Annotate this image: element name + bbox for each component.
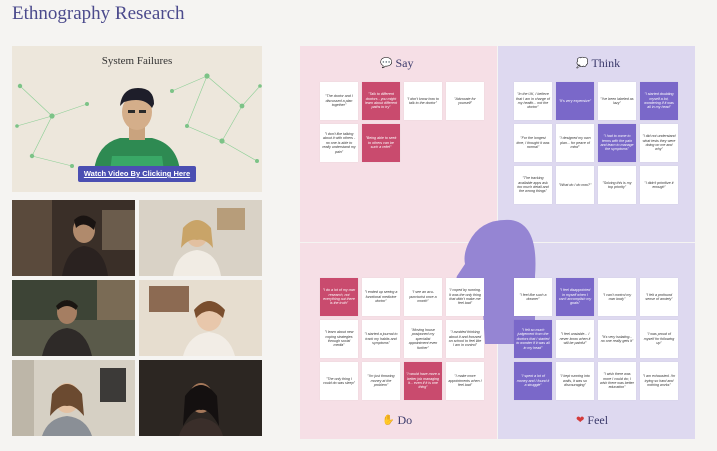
do-sticky-note: "I ended up seeing a functional medicine… <box>362 278 400 316</box>
interview-photo-6 <box>139 360 262 436</box>
feel-sticky-note: "I spent a lot of money and I found it a… <box>514 362 552 400</box>
feel-sticky-note: "I felt so much judgement from the docto… <box>514 320 552 358</box>
do-sticky-note: "I coped by running. It was the only thi… <box>446 278 484 316</box>
think-sticky-note: "I've been labeled as lazy" <box>598 82 636 120</box>
page-title: Ethnography Research <box>12 3 185 24</box>
do-sticky-note: "I started a journal to track my habits … <box>362 320 400 358</box>
think-sticky-note: "I had to come to terms with the pain an… <box>598 124 636 162</box>
do-sticky-note: "I avoided thinking about it and focused… <box>446 320 484 358</box>
feel-sticky-note: "I felt a profound sense of anxiety" <box>640 278 678 316</box>
empathy-map-board: 💬 Say 💭 Think ✋ Do ❤ Feel "The doctor an… <box>300 46 695 439</box>
thought-bubble-icon: 💭 <box>576 58 589 69</box>
do-sticky-note: "I do a lot of my own research, not ever… <box>320 278 358 316</box>
do-sticky-note: "I see an acu-puncturist once a month" <box>404 278 442 316</box>
think-sticky-note: "I didn't prioritize it enough" <box>640 166 678 204</box>
do-sticky-note: "Moving house postponed my specialist ap… <box>404 320 442 358</box>
feel-sticky-note: "I am exhausted. I'm trying so hard and … <box>640 362 678 400</box>
say-sticky-note: "I don't like talking about it with othe… <box>320 124 358 162</box>
feel-label: Feel <box>587 413 609 427</box>
think-sticky-note: "It's very expensive" <box>556 82 594 120</box>
think-sticky-note: "The tracking available apps ask too muc… <box>514 166 552 204</box>
think-sticky-note: "I started doubting myself a lot, wonder… <box>640 82 678 120</box>
think-sticky-note: "I did not understand what tests they we… <box>640 124 678 162</box>
think-sticky-note: "I designed my own plan... for peace of … <box>556 124 594 162</box>
interview-photo-4 <box>139 280 262 356</box>
do-sticky-note: "I would have more a better job managing… <box>404 362 442 400</box>
think-sticky-note: "For the longest time, I thought it was … <box>514 124 552 162</box>
do-sticky-note: "I'm just throwing money at the problem" <box>362 362 400 400</box>
feel-sticky-note: "I kept running into walls, it was so di… <box>556 362 594 400</box>
interview-photo-1 <box>12 200 135 276</box>
say-sticky-note: "The doctor and I discussed a plan toget… <box>320 82 358 120</box>
interview-photo-5 <box>12 360 135 436</box>
hand-icon: ✋ <box>382 415 395 426</box>
video-title: System Failures <box>101 55 173 67</box>
interview-photo-2 <box>139 200 262 276</box>
feel-sticky-note: "I feel like such a downer" <box>514 278 552 316</box>
watch-video-button[interactable]: Watch Video By Clicking Here <box>78 166 196 182</box>
video-card[interactable]: System Failures Watch Video By Clicking … <box>12 46 262 192</box>
think-label: Think <box>591 56 621 70</box>
say-sticky-note: "Advocate for yourself" <box>446 82 484 120</box>
think-sticky-note: "What do I do now?" <box>556 166 594 204</box>
feel-sticky-note: "It's very isolating... no one really ge… <box>598 320 636 358</box>
feel-sticky-note: "I was proud of myself for following up" <box>640 320 678 358</box>
do-sticky-note: "The only thing I could do was sleep" <box>320 362 358 400</box>
heart-icon: ❤ <box>576 415 585 426</box>
feel-sticky-note: "I feel disappointed in myself when I ca… <box>556 278 594 316</box>
feel-sticky-note: "I can't control my own body" <box>598 278 636 316</box>
say-sticky-note: "I don't know how to talk to the doctor" <box>404 82 442 120</box>
do-sticky-note: "I make more appointments when I feel ba… <box>446 362 484 400</box>
feel-sticky-note: "I wish there was more I could do; I wis… <box>598 362 636 400</box>
think-sticky-note: "Solving this is my top priority" <box>598 166 636 204</box>
think-sticky-note: "In the UK, I believe that I am in charg… <box>514 82 552 120</box>
do-sticky-note: "I learn about new coping strategies thr… <box>320 320 358 358</box>
say-sticky-note: "Being able to seek to others can be suc… <box>362 124 400 162</box>
do-label: Do <box>397 413 413 427</box>
speech-bubble-icon: 💬 <box>380 58 393 69</box>
say-label: Say <box>395 56 414 70</box>
feel-sticky-note: "I feel unstable... I never know when it… <box>556 320 594 358</box>
say-sticky-note: "Talk to different doctors - you might l… <box>362 82 400 120</box>
interview-photo-3 <box>12 280 135 356</box>
